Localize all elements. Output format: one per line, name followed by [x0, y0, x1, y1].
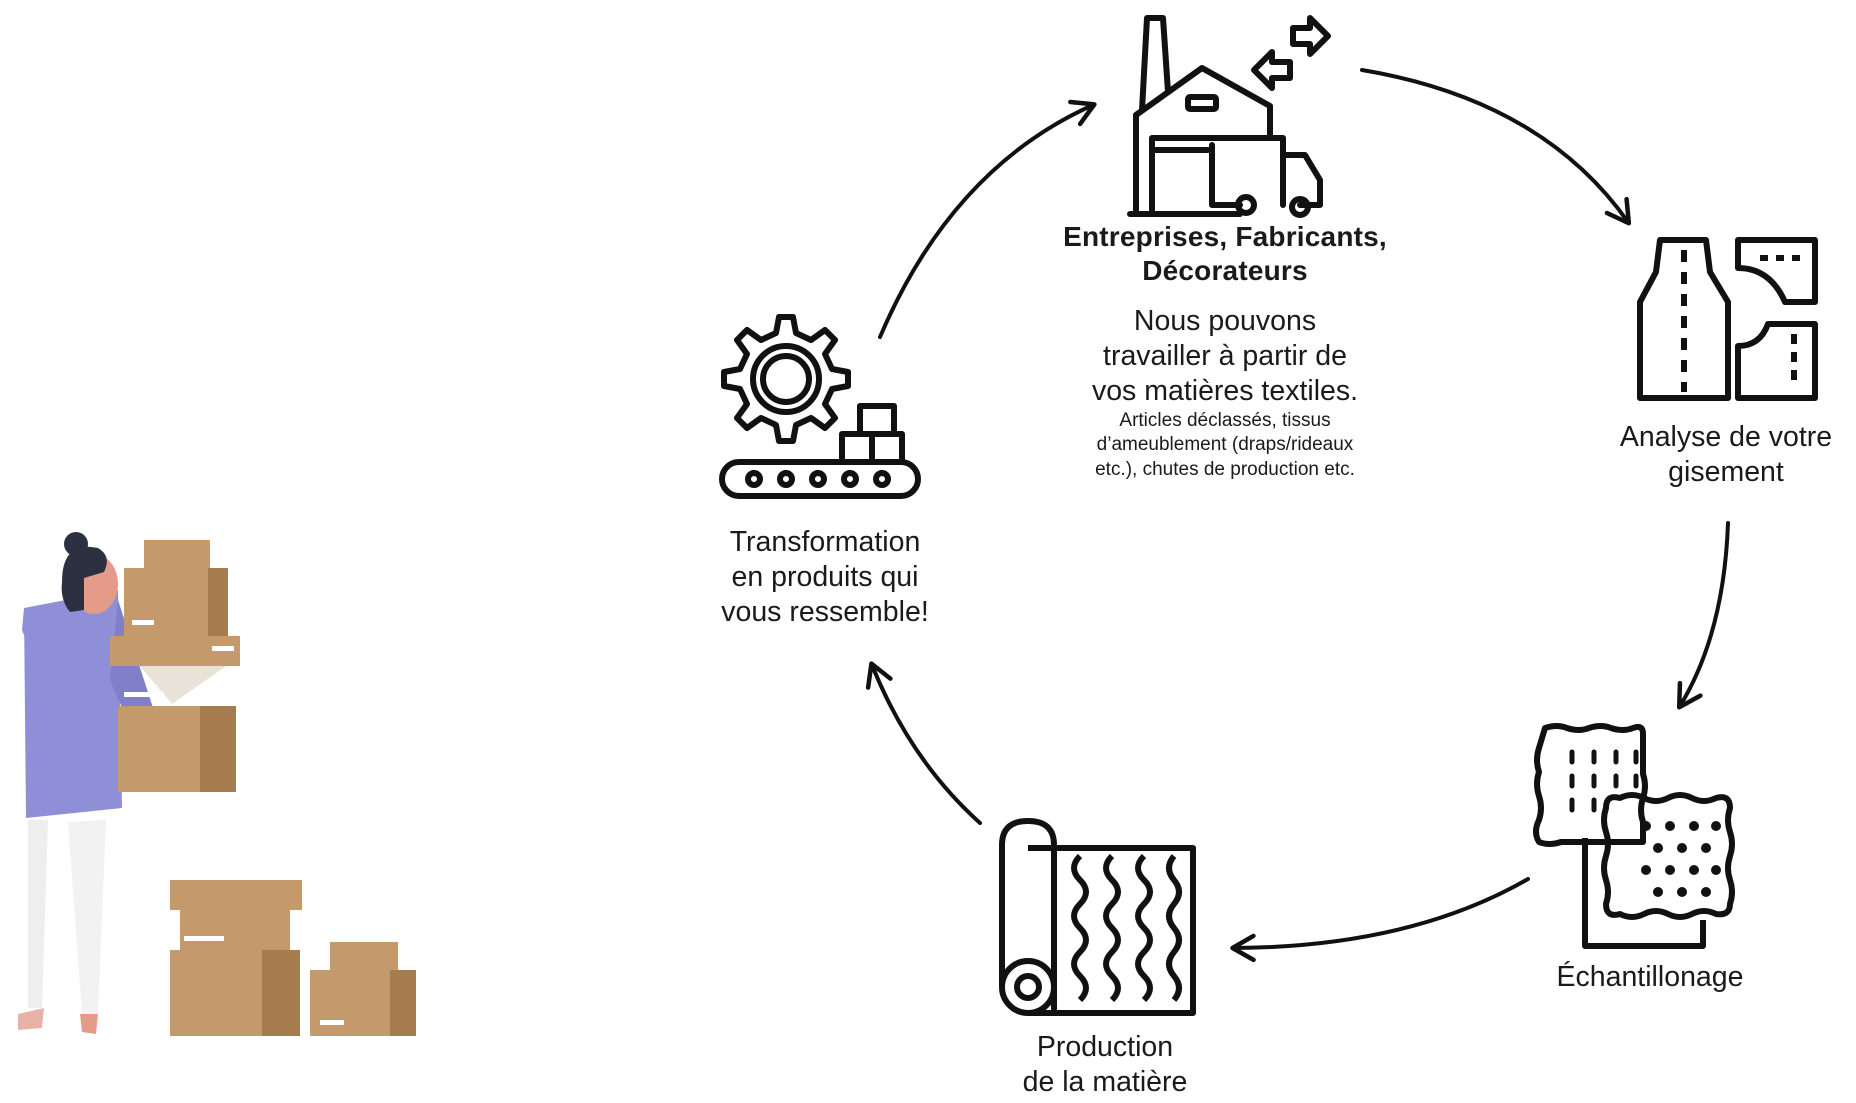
arrow-analyse-to-echantillonage — [1676, 521, 1730, 710]
arrow-transformation-to-entreprises — [878, 99, 1097, 339]
arrow-production-to-transformation — [865, 661, 982, 825]
fabric-swatches-icon — [1533, 723, 1735, 949]
gear-conveyor-icon — [719, 314, 921, 499]
entreprises-text-line-2: travailler à partir de — [1103, 340, 1347, 373]
entreprises-note-line-1: Articles déclassés, tissus — [1119, 409, 1331, 431]
echantillonage-line-1: Échantillonage — [1556, 961, 1744, 993]
transformation-line-2: en produits qui — [731, 560, 919, 593]
entreprises-title-line-2: Décorateurs — [1142, 255, 1308, 287]
production-line-2: de la matière — [1022, 1065, 1188, 1098]
analyse-label: Analyse de votre gisement — [1596, 420, 1856, 490]
factory-truck-icon — [1127, 15, 1331, 218]
swatch-dots — [1641, 821, 1721, 897]
arrow-entreprises-to-analyse — [1360, 68, 1632, 226]
entreprises-block: Entreprises, Fabricants, Décorateurs Nou… — [990, 220, 1460, 483]
cycle-arrows — [865, 68, 1730, 963]
sewing-pattern-icon — [1637, 237, 1818, 401]
person-carrying-boxes-illustration — [18, 532, 416, 1036]
arrow-echantillonage-to-production — [1230, 877, 1530, 963]
analyse-line-2: gisement — [1668, 455, 1784, 488]
echantillonage-label: Échantillonage — [1520, 960, 1780, 995]
entreprises-text-line-3: vos matières textiles. — [1091, 374, 1359, 407]
transformation-label: Transformation en produits qui vous ress… — [690, 525, 960, 629]
analyse-line-1: Analyse de votre — [1619, 421, 1833, 453]
transformation-line-1: Transformation — [729, 526, 921, 558]
entreprises-text-line-1: Nous pouvons — [1133, 305, 1317, 338]
transformation-line-3: vous ressemble! — [721, 595, 929, 628]
production-line-1: Production — [1036, 1031, 1174, 1063]
production-label: Production de la matière — [980, 1030, 1230, 1100]
entreprises-note-line-2: d’ameublement (draps/rideaux — [1096, 434, 1354, 456]
fabric-roll-icon — [999, 818, 1196, 1016]
entreprises-title-line-1: Entreprises, Fabricants, — [1063, 221, 1387, 252]
entreprises-note-line-3: etc.), chutes de production etc. — [1095, 458, 1355, 480]
